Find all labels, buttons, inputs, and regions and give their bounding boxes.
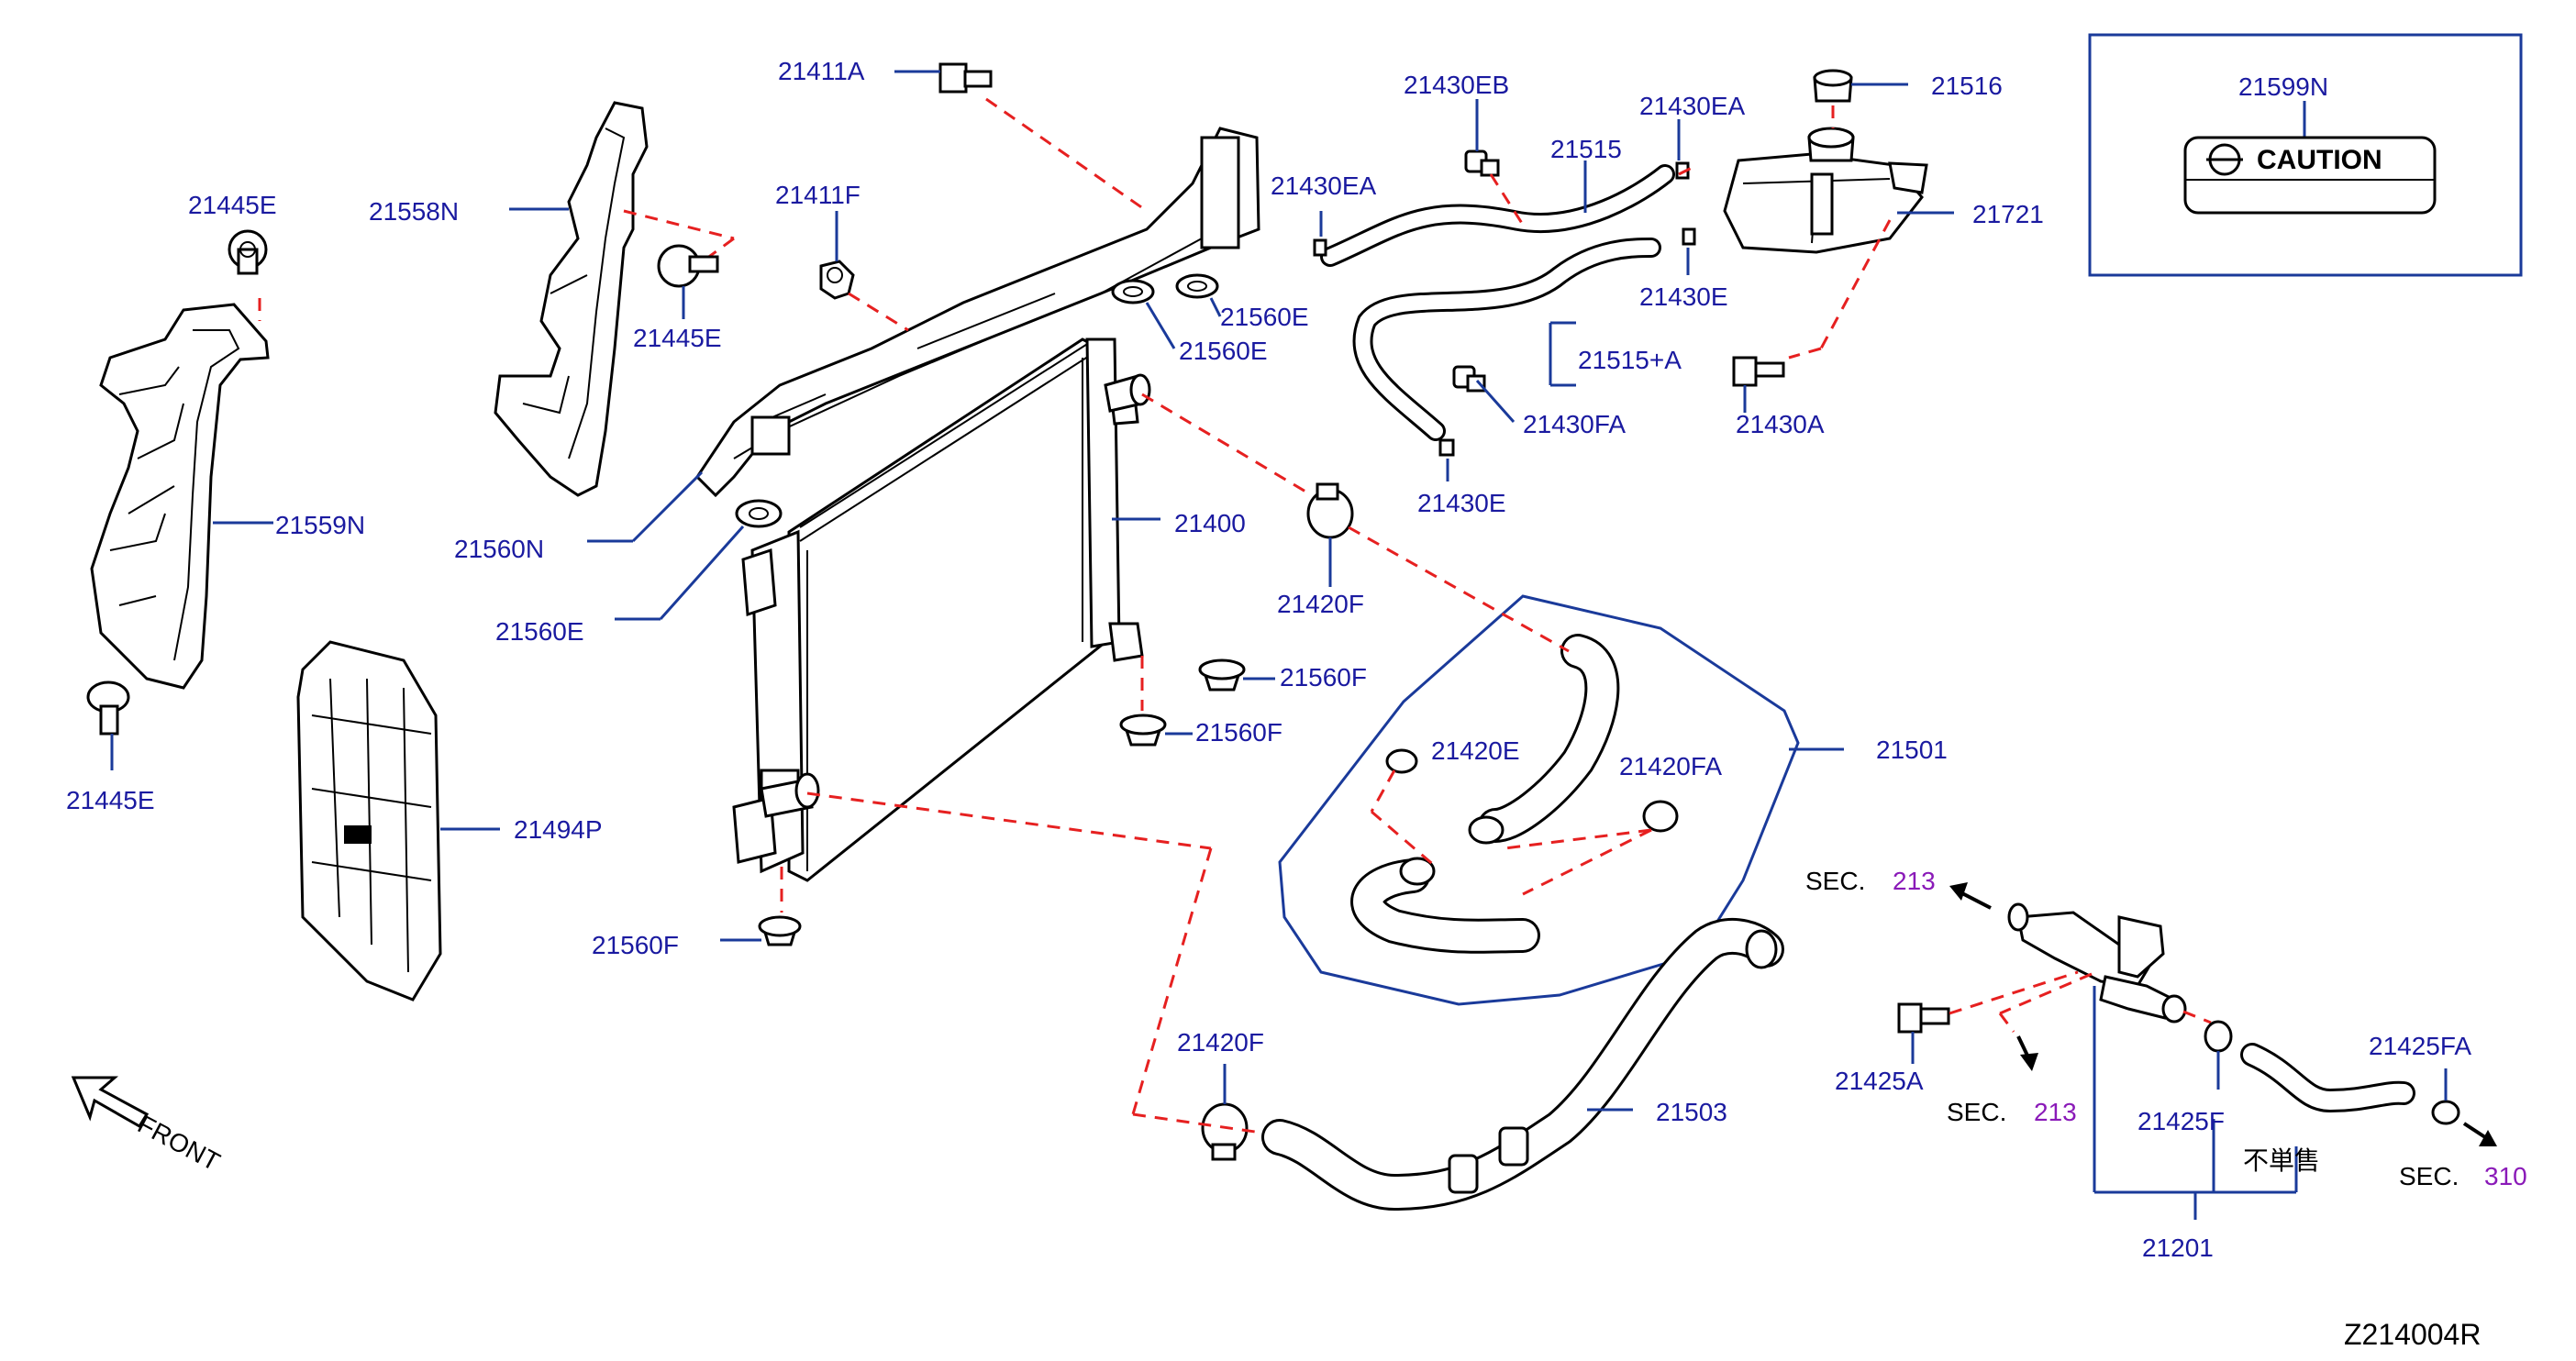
reservoir-hose-21515 [1320,164,1675,267]
diagram-code: Z214004R [2344,1318,2481,1351]
clamp-21420FA [1642,800,1679,833]
part-number-21515A[interactable]: 21515+A [1578,346,1682,374]
part-number-21560F-right-a[interactable]: 21560F [1280,663,1367,692]
part-number-21501[interactable]: 21501 [1876,736,1948,764]
clip-21445E-bottom [86,680,130,736]
bolt-21411A [938,62,993,94]
part-number-21430EA-right[interactable]: 21430EA [1639,92,1746,120]
water-outlet-21201 [2007,902,2187,1024]
clip-21411F [819,260,855,300]
part-number-21425A[interactable]: 21425A [1835,1067,1924,1095]
section-ref-label-1: SEC. [1805,867,1865,895]
part-number-21420E[interactable]: 21420E [1431,736,1520,765]
clamp-21430EB [1464,149,1500,177]
section-ref-number-3[interactable]: 310 [2484,1162,2527,1190]
arrow-sec-310 [2462,1122,2497,1146]
part-number-21430E-bottom[interactable]: 21430E [1417,489,1506,517]
upper-hose-21501 [1350,634,1620,954]
part-number-21445E-mid[interactable]: 21445E [633,324,722,352]
part-number-21558N[interactable]: 21558N [369,197,459,226]
part-number-21430EA-left[interactable]: 21430EA [1271,172,1377,200]
reservoir-cap-top-21516 [1813,69,1853,103]
air-guide-21558N [494,101,649,497]
section-ref-label-3: SEC. [2399,1162,2459,1190]
part-number-21721[interactable]: 21721 [1972,200,2044,228]
section-ref-number-2[interactable]: 213 [2034,1098,2077,1126]
arrow-sec-213-down [2016,1035,2038,1071]
fan-shroud-21494P [296,640,442,1001]
grommet-21560E-left [735,499,783,528]
clamp-21420F-upper [1306,482,1354,539]
clamp-21430EA-left [1313,238,1327,257]
part-number-21201[interactable]: 21201 [2142,1234,2214,1262]
clamp-21420E [1385,748,1418,774]
part-number-21430A[interactable]: 21430A [1736,410,1825,438]
part-number-21411A[interactable]: 21411A [778,57,865,85]
arrow-sec-213-up [1949,882,1992,910]
bypass-hose-21425FA [2240,1043,2415,1113]
lower-hose-21503 [1261,917,1784,1212]
part-number-21411F[interactable]: 21411F [775,181,861,209]
part-number-21559N[interactable]: 21559N [275,511,365,539]
clip-21445E-top [228,229,268,275]
caution-label-box: 21599N CAUTION [2088,33,2523,277]
reservoir-tank-21721 [1723,152,1928,254]
section-ref-label-2: SEC. [1947,1098,2006,1126]
reservoir-cap-21516 [1807,127,1855,162]
clamp-21430E-bottom [1438,438,1455,457]
part-number-21599N[interactable]: 21599N [2238,72,2328,101]
radiator-21400 [732,337,1151,882]
grommet-21560F-bottom [758,915,802,946]
not-sold-separately-label: 不単售 [2243,1146,2320,1175]
part-number-21560E-top-b[interactable]: 21560E [1220,303,1309,331]
grommet-21560E-top-a [1111,279,1155,304]
bolt-21425A [1897,1002,1950,1034]
part-number-21503[interactable]: 21503 [1656,1098,1727,1126]
hose-kit-21501-boundary [1278,594,1800,1006]
part-number-21560N[interactable]: 21560N [454,535,544,563]
reservoir-hose-21515A [1352,238,1661,441]
part-number-21445E-top[interactable]: 21445E [188,191,277,219]
part-number-21494P[interactable]: 21494P [514,815,603,844]
part-number-21425F[interactable]: 21425F [2137,1107,2225,1135]
part-number-21560E-top-a[interactable]: 21560E [1179,337,1268,365]
bolt-21430A [1732,356,1785,387]
part-number-21560F-bottom[interactable]: 21560F [592,931,679,959]
clamp-21420F-lower [1201,1102,1249,1161]
part-number-21420F-upper[interactable]: 21420F [1277,590,1364,618]
front-label: FRONT [133,1110,225,1177]
part-number-21515[interactable]: 21515 [1550,135,1622,163]
air-guide-21559N [90,303,270,690]
part-number-21430E-top[interactable]: 21430E [1639,282,1728,311]
part-number-21430EB[interactable]: 21430EB [1404,71,1509,99]
part-number-21516[interactable]: 21516 [1931,72,2003,100]
part-number-21560E-left[interactable]: 21560E [495,617,584,646]
part-number-21425FA[interactable]: 21425FA [2369,1032,2471,1060]
part-number-21400[interactable]: 21400 [1174,509,1246,537]
clip-21445E-mid [657,244,719,288]
clamp-21430E-top [1682,227,1696,246]
part-number-21420FA[interactable]: 21420FA [1619,752,1722,780]
clamp-21425FA [2431,1100,2460,1125]
part-number-21445E-bottom[interactable]: 21445E [66,786,155,814]
grommet-21560F-right-a [1198,658,1246,692]
front-direction-arrow: FRONT [71,1076,225,1177]
grommet-21560E-top-b [1175,273,1219,299]
part-number-21560F-right-b[interactable]: 21560F [1195,718,1282,747]
grommet-21560F-right-b [1119,714,1167,747]
clamp-21425F [2204,1020,2233,1053]
part-number-21420F-lower[interactable]: 21420F [1177,1028,1264,1057]
caution-text: CAUTION [2257,145,2382,175]
section-ref-number-1[interactable]: 213 [1893,867,1936,895]
upper-support-21560N [695,127,1260,498]
part-number-21430FA[interactable]: 21430FA [1523,410,1626,438]
clamp-21430FA [1452,365,1486,393]
